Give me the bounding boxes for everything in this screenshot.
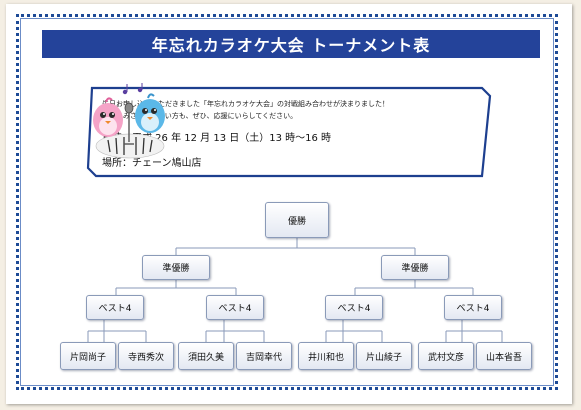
- event-place: 場所：チェーン鳩山店: [102, 158, 202, 169]
- karaoke-mascot-icon: [93, 83, 165, 159]
- notice-line-1: 先日お申し込みいただきました「年忘れカラオケ大会」の対戦組み合わせが決まりました…: [102, 100, 389, 108]
- player-node: 寺西秀次: [118, 342, 174, 370]
- best4-node: ベスト4: [206, 295, 264, 320]
- player-node: 片岡尚子: [60, 342, 116, 370]
- event-date: 日時：平成 26 年 12 月 13 日（土）13 時～16 時: [102, 133, 332, 144]
- player-node: 武村文彦: [418, 342, 474, 370]
- notice-box: 先日お申し込みいただきました「年忘れカラオケ大会」の対戦組み合わせが決まりました…: [86, 82, 492, 182]
- bracket-connectors: [87, 238, 503, 342]
- semifinal-node-right: 準優勝: [381, 255, 449, 280]
- best4-node: ベスト4: [444, 295, 502, 320]
- player-node: 山本省吾: [476, 342, 532, 370]
- notice-line-2: お申込みされていない方も、ぜひ、応援にいらしてください。: [102, 112, 298, 120]
- player-node: 片山綾子: [356, 342, 412, 370]
- music-note-icon: [122, 83, 143, 95]
- player-node: 須田久美: [178, 342, 234, 370]
- page: 年忘れカラオケ大会 トーナメント表 先日お申し込みいただきました「年忘れカラオケ…: [6, 4, 572, 404]
- best4-node: ベスト4: [86, 295, 144, 320]
- final-winner-node: 優勝: [265, 202, 329, 238]
- microphone-icon: [124, 102, 134, 145]
- best4-node: ベスト4: [325, 295, 383, 320]
- semifinal-node-left: 準優勝: [142, 255, 210, 280]
- decorative-dotted-border: [16, 14, 558, 390]
- notice-box-shape: [86, 86, 492, 178]
- notice-message: 先日お申し込みいただきました「年忘れカラオケ大会」の対戦組み合わせが決まりました…: [102, 98, 392, 122]
- player-node: 井川和也: [298, 342, 354, 370]
- inner-border: [20, 18, 554, 386]
- page-title: 年忘れカラオケ大会 トーナメント表: [42, 30, 540, 58]
- player-node: 吉岡幸代: [236, 342, 292, 370]
